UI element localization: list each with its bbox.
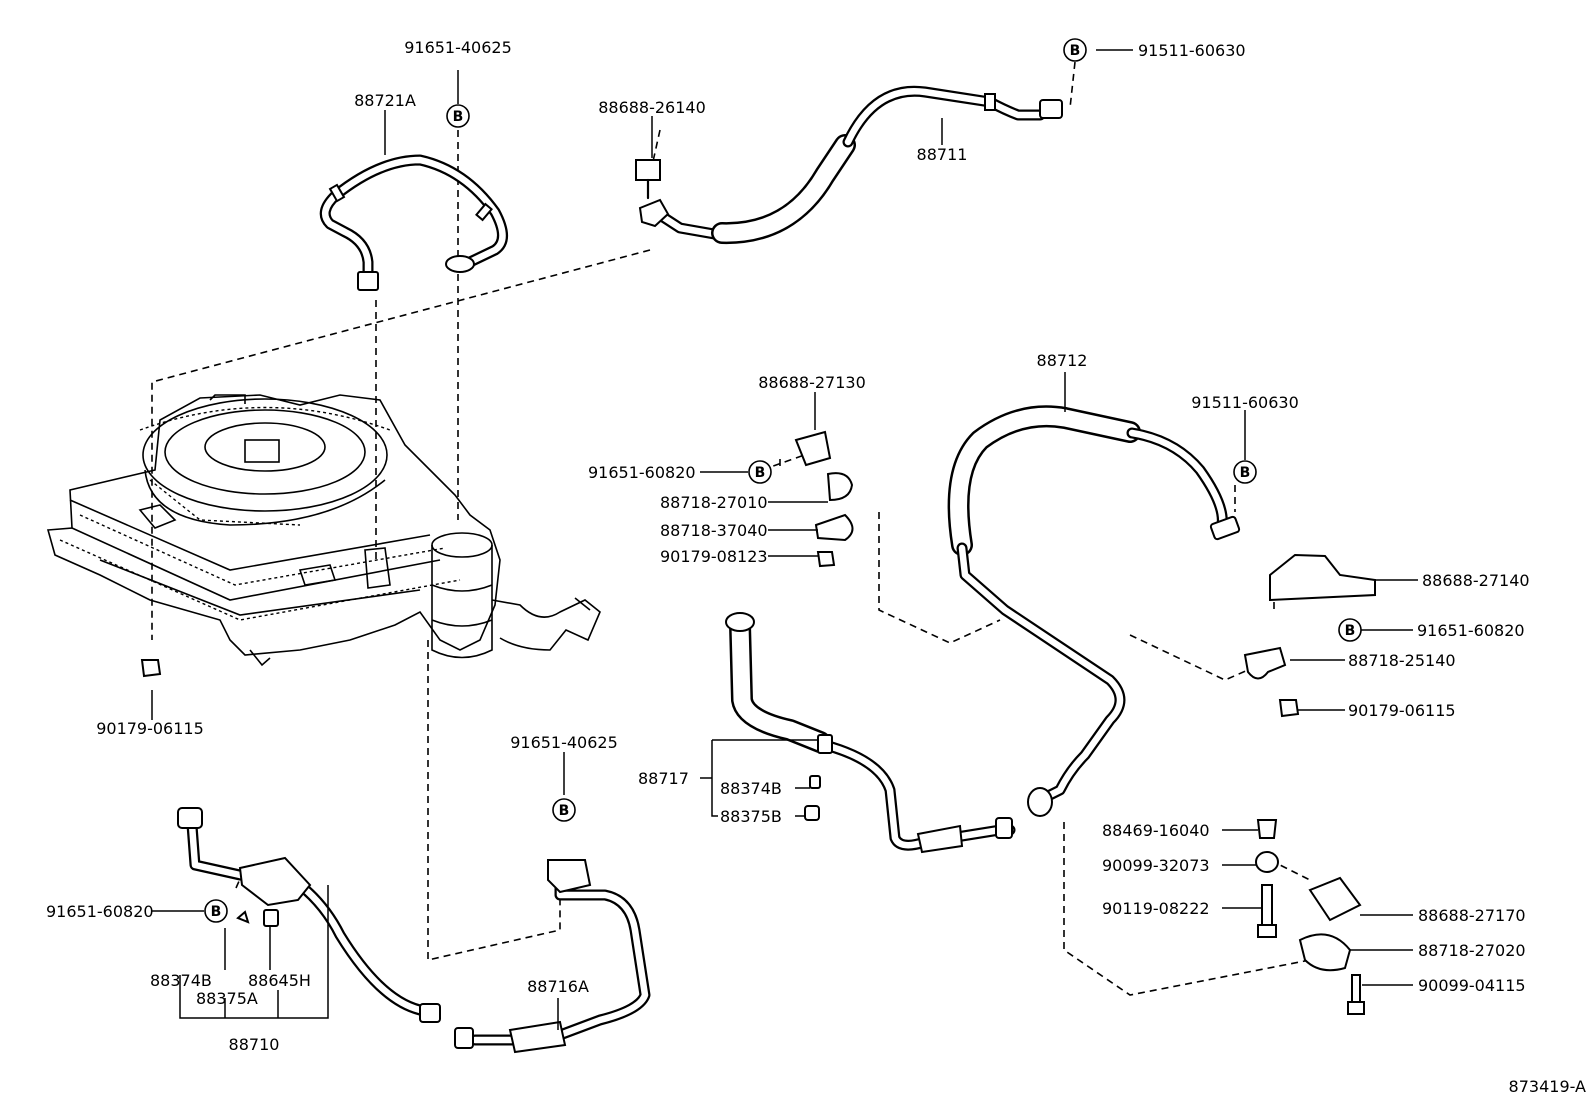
label-88717: 88717	[638, 769, 689, 788]
label-88721a: 88721A	[354, 91, 416, 110]
clamp-88718-27020	[1298, 933, 1352, 972]
svg-text:B: B	[453, 109, 464, 125]
label-88710: 88710	[229, 1035, 280, 1054]
assembly-dash-lines	[151, 61, 1311, 996]
label-88374b-left: 88374B	[150, 971, 212, 990]
circle-b-marker-4: B	[1233, 460, 1257, 484]
bracket-88688-27140	[1269, 553, 1376, 602]
label-88375b: 88375B	[720, 807, 782, 826]
label-90179-06115-left: 90179-06115	[96, 719, 204, 738]
circle-b-marker-3: B	[748, 460, 772, 484]
label-88469-16040: 88469-16040	[1102, 821, 1210, 840]
label-88374b-mid: 88374B	[720, 779, 782, 798]
circle-b-marker-2: B	[1063, 38, 1087, 62]
label-90099-32073: 90099-32073	[1102, 856, 1210, 875]
label-88718-25140: 88718-25140	[1348, 651, 1456, 670]
label-88688-27130: 88688-27130	[758, 373, 866, 392]
label-91651-60820-mid: 91651-60820	[588, 463, 696, 482]
pipe-88717	[725, 612, 1016, 854]
leader-lines	[151, 49, 1418, 1030]
label-88711: 88711	[917, 145, 968, 164]
washer-90099-32073	[1255, 851, 1279, 873]
hose-88721a	[319, 154, 508, 291]
svg-text:B: B	[211, 904, 222, 920]
hose-88711	[638, 85, 1063, 245]
label-91511-60630-top: 91511-60630	[1138, 41, 1246, 60]
diagram-id: 873419-A	[1509, 1077, 1587, 1096]
svg-text:B: B	[559, 803, 570, 819]
nut-90179-08123	[816, 551, 836, 568]
grommet-88469-16040	[1256, 819, 1278, 839]
label-90179-08123: 90179-08123	[660, 547, 768, 566]
bolt-90119-08222	[1257, 884, 1277, 938]
label-90099-04115: 90099-04115	[1418, 976, 1526, 995]
circle-b-markers: B B B B B B B	[204, 38, 1362, 923]
pipe-88716a	[454, 859, 651, 1054]
label-88716a: 88716A	[527, 977, 589, 996]
bracket-88688-27170	[1308, 876, 1362, 922]
circle-b-marker-7: B	[204, 899, 228, 923]
label-88718-37040: 88718-37040	[660, 521, 768, 540]
label-91651-60820-left: 91651-60820	[46, 902, 154, 921]
label-91651-60820-right: 91651-60820	[1417, 621, 1525, 640]
label-91651-40625-top: 91651-40625	[404, 38, 512, 57]
label-90179-06115-right: 90179-06115	[1348, 701, 1456, 720]
hose-88712	[947, 405, 1241, 817]
clamp-88688-27130	[794, 430, 832, 467]
circle-b-marker-1: B	[446, 104, 470, 128]
svg-text:B: B	[1240, 465, 1251, 481]
clamp-88718-27010	[826, 472, 854, 502]
svg-text:B: B	[1345, 623, 1356, 639]
pipe-88710	[177, 807, 441, 1023]
label-91511-60630-right: 91511-60630	[1191, 393, 1299, 412]
ac-unit-body	[46, 394, 601, 667]
label-88688-27170: 88688-27170	[1418, 906, 1526, 925]
label-88645h: 88645H	[248, 971, 311, 990]
label-88375a: 88375A	[196, 989, 258, 1008]
circle-b-marker-6: B	[552, 798, 576, 822]
clamp-88688-26140	[635, 159, 661, 200]
svg-text:B: B	[1070, 43, 1081, 59]
part-labels: 91651-40625 88721A 88688-26140 91511-606…	[46, 38, 1586, 1096]
label-90119-08222: 90119-08222	[1102, 899, 1210, 918]
label-88688-27140: 88688-27140	[1422, 571, 1530, 590]
bolt-90099-04115	[1347, 974, 1365, 1015]
label-88712: 88712	[1037, 351, 1088, 370]
label-88718-27010: 88718-27010	[660, 493, 768, 512]
label-91651-40625-bottom: 91651-40625	[510, 733, 618, 752]
clamp-88718-25140	[1243, 646, 1287, 680]
circle-b-marker-5: B	[1338, 618, 1362, 642]
label-88718-27020: 88718-27020	[1418, 941, 1526, 960]
nut-90179-06115-left	[140, 659, 162, 678]
label-88688-26140: 88688-26140	[598, 98, 706, 117]
clamp-88718-37040	[814, 513, 854, 542]
svg-text:B: B	[755, 465, 766, 481]
nut-90179-06115-right	[1278, 699, 1300, 718]
